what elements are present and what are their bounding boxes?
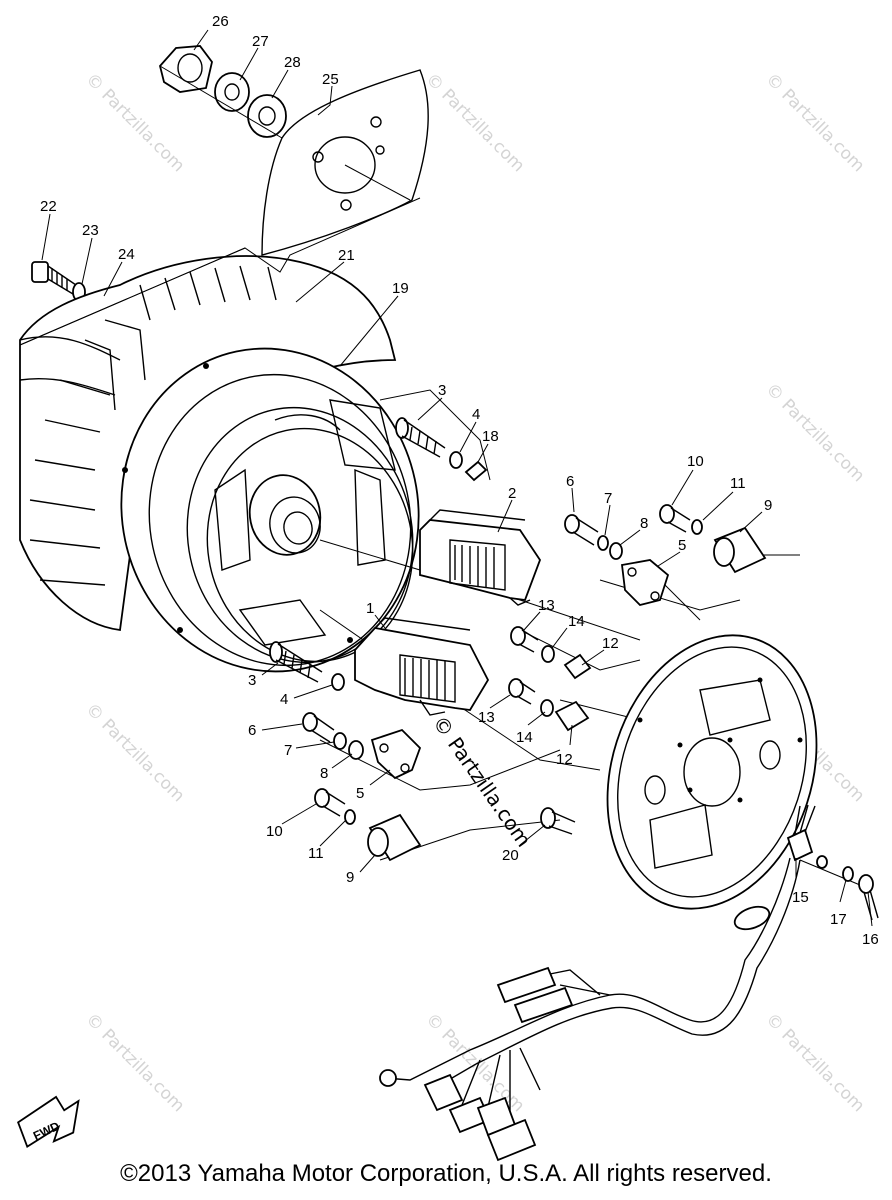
part-label: 12 [556, 751, 573, 768]
part-label: 9 [764, 497, 772, 514]
part-label: 10 [266, 823, 283, 840]
washer-14-lower [540, 699, 554, 717]
part-label: 11 [308, 845, 324, 862]
leader-lines [41, 29, 873, 927]
part-label: 16 [862, 931, 879, 948]
part-label: 19 [392, 280, 409, 297]
nut-small [816, 855, 828, 869]
part-label: 1 [366, 600, 374, 617]
watermark: © Partzilla.com [421, 69, 528, 176]
part-label: 21 [338, 247, 355, 264]
part-label: 7 [284, 742, 292, 759]
part-label: 5 [356, 785, 364, 802]
screw-6-right [564, 514, 599, 546]
part-labels: 26 27 28 25 22 23 24 21 19 3 4 18 2 6 7 … [40, 13, 879, 948]
part-label: 22 [40, 198, 57, 215]
washer-7-lower [333, 732, 347, 750]
condenser-9-lower [367, 813, 422, 862]
watermark: © Partzilla.com [761, 69, 868, 176]
washer-28 [247, 94, 287, 138]
part-label: 7 [604, 490, 612, 507]
screw-13-upper [510, 626, 539, 653]
washer-11-right [691, 519, 703, 535]
washer-4-lower [331, 673, 345, 691]
watermark: © Partzilla.com [81, 699, 188, 806]
part-label: 27 [252, 33, 269, 50]
grommet-15 [786, 804, 816, 862]
part-label: 26 [212, 13, 229, 30]
part-label: 10 [687, 453, 704, 470]
washer-4-upper [449, 451, 463, 469]
part-label: 25 [322, 71, 339, 88]
part-label: 28 [284, 54, 301, 71]
rotor-19 [120, 347, 420, 673]
contact-breaker-5-lower [370, 728, 422, 780]
washer-7-right [597, 535, 609, 551]
part-label: 13 [538, 597, 555, 614]
washer-17 [842, 866, 854, 882]
part-label: 18 [482, 428, 499, 445]
contact-breaker-5-right [621, 559, 670, 606]
part-label: 20 [502, 847, 519, 864]
washer-11-lower [344, 809, 356, 825]
part-label: 23 [82, 222, 99, 239]
part-label: 4 [472, 406, 480, 423]
screw-3-upper [395, 417, 446, 458]
watermark: © Partzilla.com [761, 379, 868, 486]
part-label: 11 [730, 475, 746, 492]
washer-27 [214, 72, 250, 112]
part-label: 3 [438, 382, 446, 399]
screw-13-lower [508, 678, 536, 705]
nut-26 [159, 45, 213, 93]
clip-18 [464, 460, 488, 482]
bolt-22 [31, 261, 77, 295]
part-label: 6 [248, 722, 256, 739]
screw-3-lower [269, 641, 323, 683]
screw-20 [540, 807, 576, 835]
part-label: 14 [568, 613, 585, 630]
coil-2 [419, 509, 542, 606]
screw-6-lower [302, 712, 335, 743]
washer-8-lower [348, 740, 364, 760]
part-label: 8 [320, 765, 328, 782]
part-label: 6 [566, 473, 574, 490]
fwd-arrow: FWD [17, 1095, 80, 1148]
part-label: 9 [346, 869, 354, 886]
copyright-notice: ©2013 Yamaha Motor Corporation, U.S.A. A… [120, 1160, 772, 1187]
stator-base-plate [606, 634, 818, 910]
part-label: 2 [508, 485, 516, 502]
gasket-plate-25 [261, 69, 429, 256]
part-label: 15 [792, 889, 809, 906]
condenser-9-right [713, 526, 767, 574]
part-label: 17 [830, 911, 847, 928]
terminal-12-upper [563, 653, 592, 680]
part-label: 24 [118, 246, 135, 263]
screw-16 [858, 874, 879, 921]
washer-8-right [609, 542, 623, 560]
screw-10-right [659, 504, 691, 533]
screw-10-lower [314, 788, 346, 817]
terminal-12-lower [554, 700, 590, 732]
part-label: 13 [478, 709, 495, 726]
part-label: 12 [602, 635, 619, 652]
coil-1 [354, 617, 490, 716]
watermark: © Partzilla.com [761, 1009, 868, 1116]
part-label: 4 [280, 691, 288, 708]
watermark: © Partzilla.com [81, 1009, 188, 1116]
part-label: 8 [640, 515, 648, 532]
wire-harness [379, 857, 801, 1162]
part-label: 5 [678, 537, 686, 554]
washer-14-upper [541, 645, 555, 663]
part-label: 3 [248, 672, 256, 689]
part-label: 14 [516, 729, 533, 746]
